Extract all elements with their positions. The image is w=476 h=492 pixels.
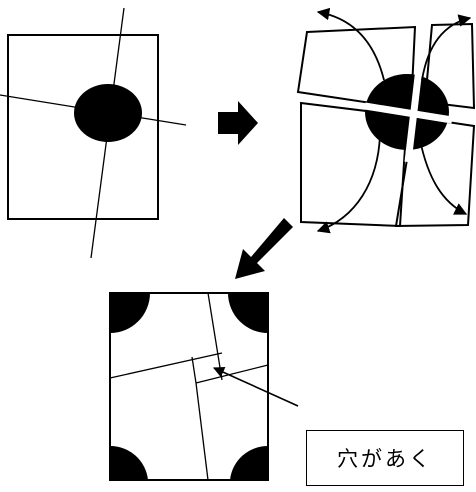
step2-gap-vertical	[404, 59, 424, 163]
step2-gap-horizontal	[364, 102, 453, 124]
step3-rectangle	[109, 292, 269, 481]
seam-line-upper-vertical	[207, 292, 223, 381]
seam-line-upper-horizontal	[109, 352, 223, 379]
curved-arrow-bottom-left	[316, 134, 381, 234]
corner-quarter-bottom-left	[110, 445, 148, 480]
caption-box: 穴があく	[306, 430, 464, 486]
seam-line-lower-vertical	[195, 382, 209, 481]
step2-pieces	[296, 7, 476, 234]
curved-arrow-top-left	[316, 7, 385, 81]
corner-quarter-top-right	[228, 293, 268, 333]
step3-paper	[109, 292, 299, 481]
right-arrow-icon	[218, 101, 258, 145]
step1-cut-line-vertical	[90, 7, 125, 259]
corner-quarter-bottom-right	[230, 445, 268, 480]
curved-arrow-bottom-right	[419, 139, 468, 215]
step1-cut-line-horizontal	[0, 94, 187, 126]
corner-quarter-top-left	[110, 293, 150, 333]
seam-line-lower-horizontal	[195, 364, 269, 384]
step2-piece-bottom-right	[394, 115, 476, 228]
hole-pointer-arrow	[212, 367, 299, 407]
step1-paper	[0, 7, 187, 259]
curved-arrow-top-right	[421, 14, 472, 81]
caption-label: 穴があく	[337, 447, 433, 471]
seam-line-hole-left	[191, 356, 197, 384]
down-left-arrow-icon	[235, 218, 293, 279]
